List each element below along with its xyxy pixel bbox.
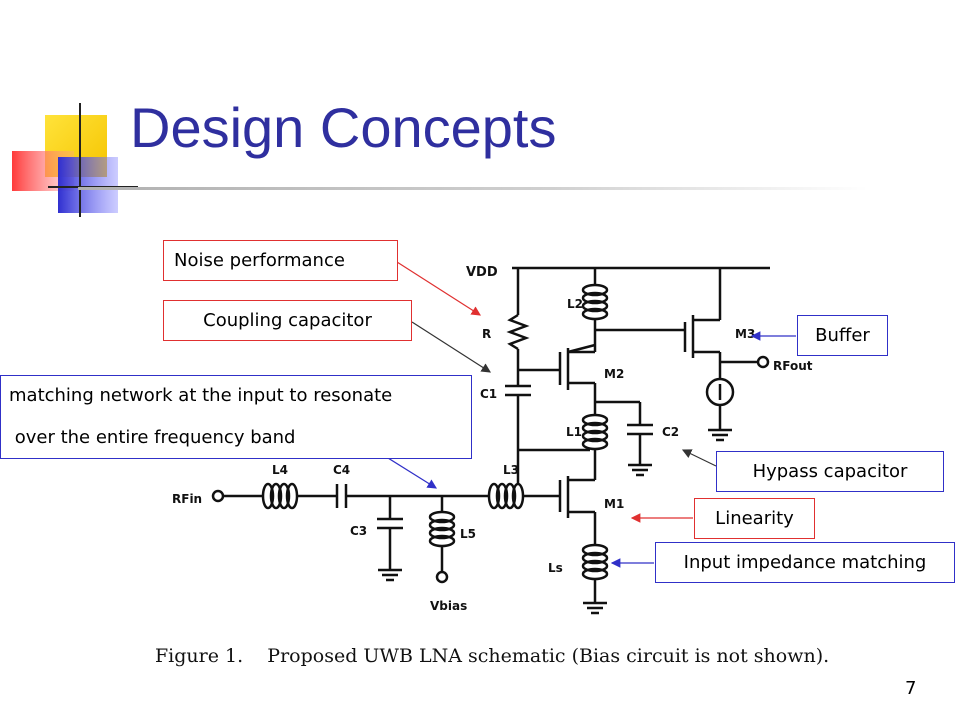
callout-noise-text: Noise performance — [174, 250, 345, 271]
callout-buffer-text: Buffer — [815, 325, 870, 346]
callout-noise-performance: Noise performance — [163, 240, 398, 281]
rfout-terminal — [756, 355, 770, 369]
callout-matching-network: matching network at the input to resonat… — [0, 375, 472, 459]
callout-linearity-text: Linearity — [715, 508, 794, 529]
resistor-r — [506, 313, 530, 351]
arrow-coupling — [411, 321, 492, 373]
figure-caption: Figure 1. Proposed UWB LNA schematic (Bi… — [155, 645, 830, 667]
callout-hypass-capacitor: Hypass capacitor — [716, 451, 944, 492]
callout-coupling-text: Coupling capacitor — [203, 310, 372, 331]
inductor-l4 — [261, 482, 299, 510]
label-ls: Ls — [548, 561, 563, 575]
label-m1: M1 — [604, 497, 624, 511]
callout-input-text: Input impedance matching — [683, 552, 927, 573]
inductor-l5 — [428, 510, 456, 548]
label-l2: L2 — [567, 297, 583, 311]
arrow-noise — [396, 261, 482, 316]
label-c2: C2 — [662, 425, 679, 439]
slide-logo-decoration — [12, 103, 138, 217]
callout-coupling-capacitor: Coupling capacitor — [163, 300, 412, 341]
label-l4: L4 — [272, 463, 288, 477]
callout-linearity: Linearity — [694, 498, 815, 539]
slide-number: 7 — [905, 678, 917, 699]
rfin-terminal — [211, 489, 225, 503]
inductor-l3 — [487, 482, 525, 510]
label-l1: L1 — [566, 425, 582, 439]
label-m3: M3 — [735, 327, 755, 341]
callout-input-impedance: Input impedance matching — [655, 542, 955, 583]
inductor-l1 — [581, 413, 609, 451]
logo-blue-block — [58, 157, 118, 213]
slide-title: Design Concepts — [130, 96, 557, 159]
inductor-ls — [581, 543, 609, 581]
label-l5: L5 — [460, 527, 476, 541]
label-l3: L3 — [503, 463, 519, 477]
vbias-terminal — [435, 570, 449, 584]
label-vdd: VDD — [466, 265, 498, 280]
inductor-l2 — [581, 283, 609, 321]
arrow-hypass — [681, 449, 717, 467]
label-rfin: RFin — [172, 492, 202, 506]
label-vbias: Vbias — [430, 599, 467, 613]
label-r: R — [482, 327, 491, 341]
label-c1: C1 — [480, 387, 497, 401]
label-c4: C4 — [333, 463, 350, 477]
callout-matching-line2: over the entire frequency band — [9, 427, 296, 448]
label-m2: M2 — [604, 367, 624, 381]
label-rfout: RFout — [773, 359, 813, 373]
callout-buffer: Buffer — [797, 315, 888, 356]
title-divider — [78, 187, 868, 190]
label-c3: C3 — [350, 524, 367, 538]
callout-hypass-text: Hypass capacitor — [752, 461, 908, 482]
callout-matching-line1: matching network at the input to resonat… — [9, 385, 393, 406]
